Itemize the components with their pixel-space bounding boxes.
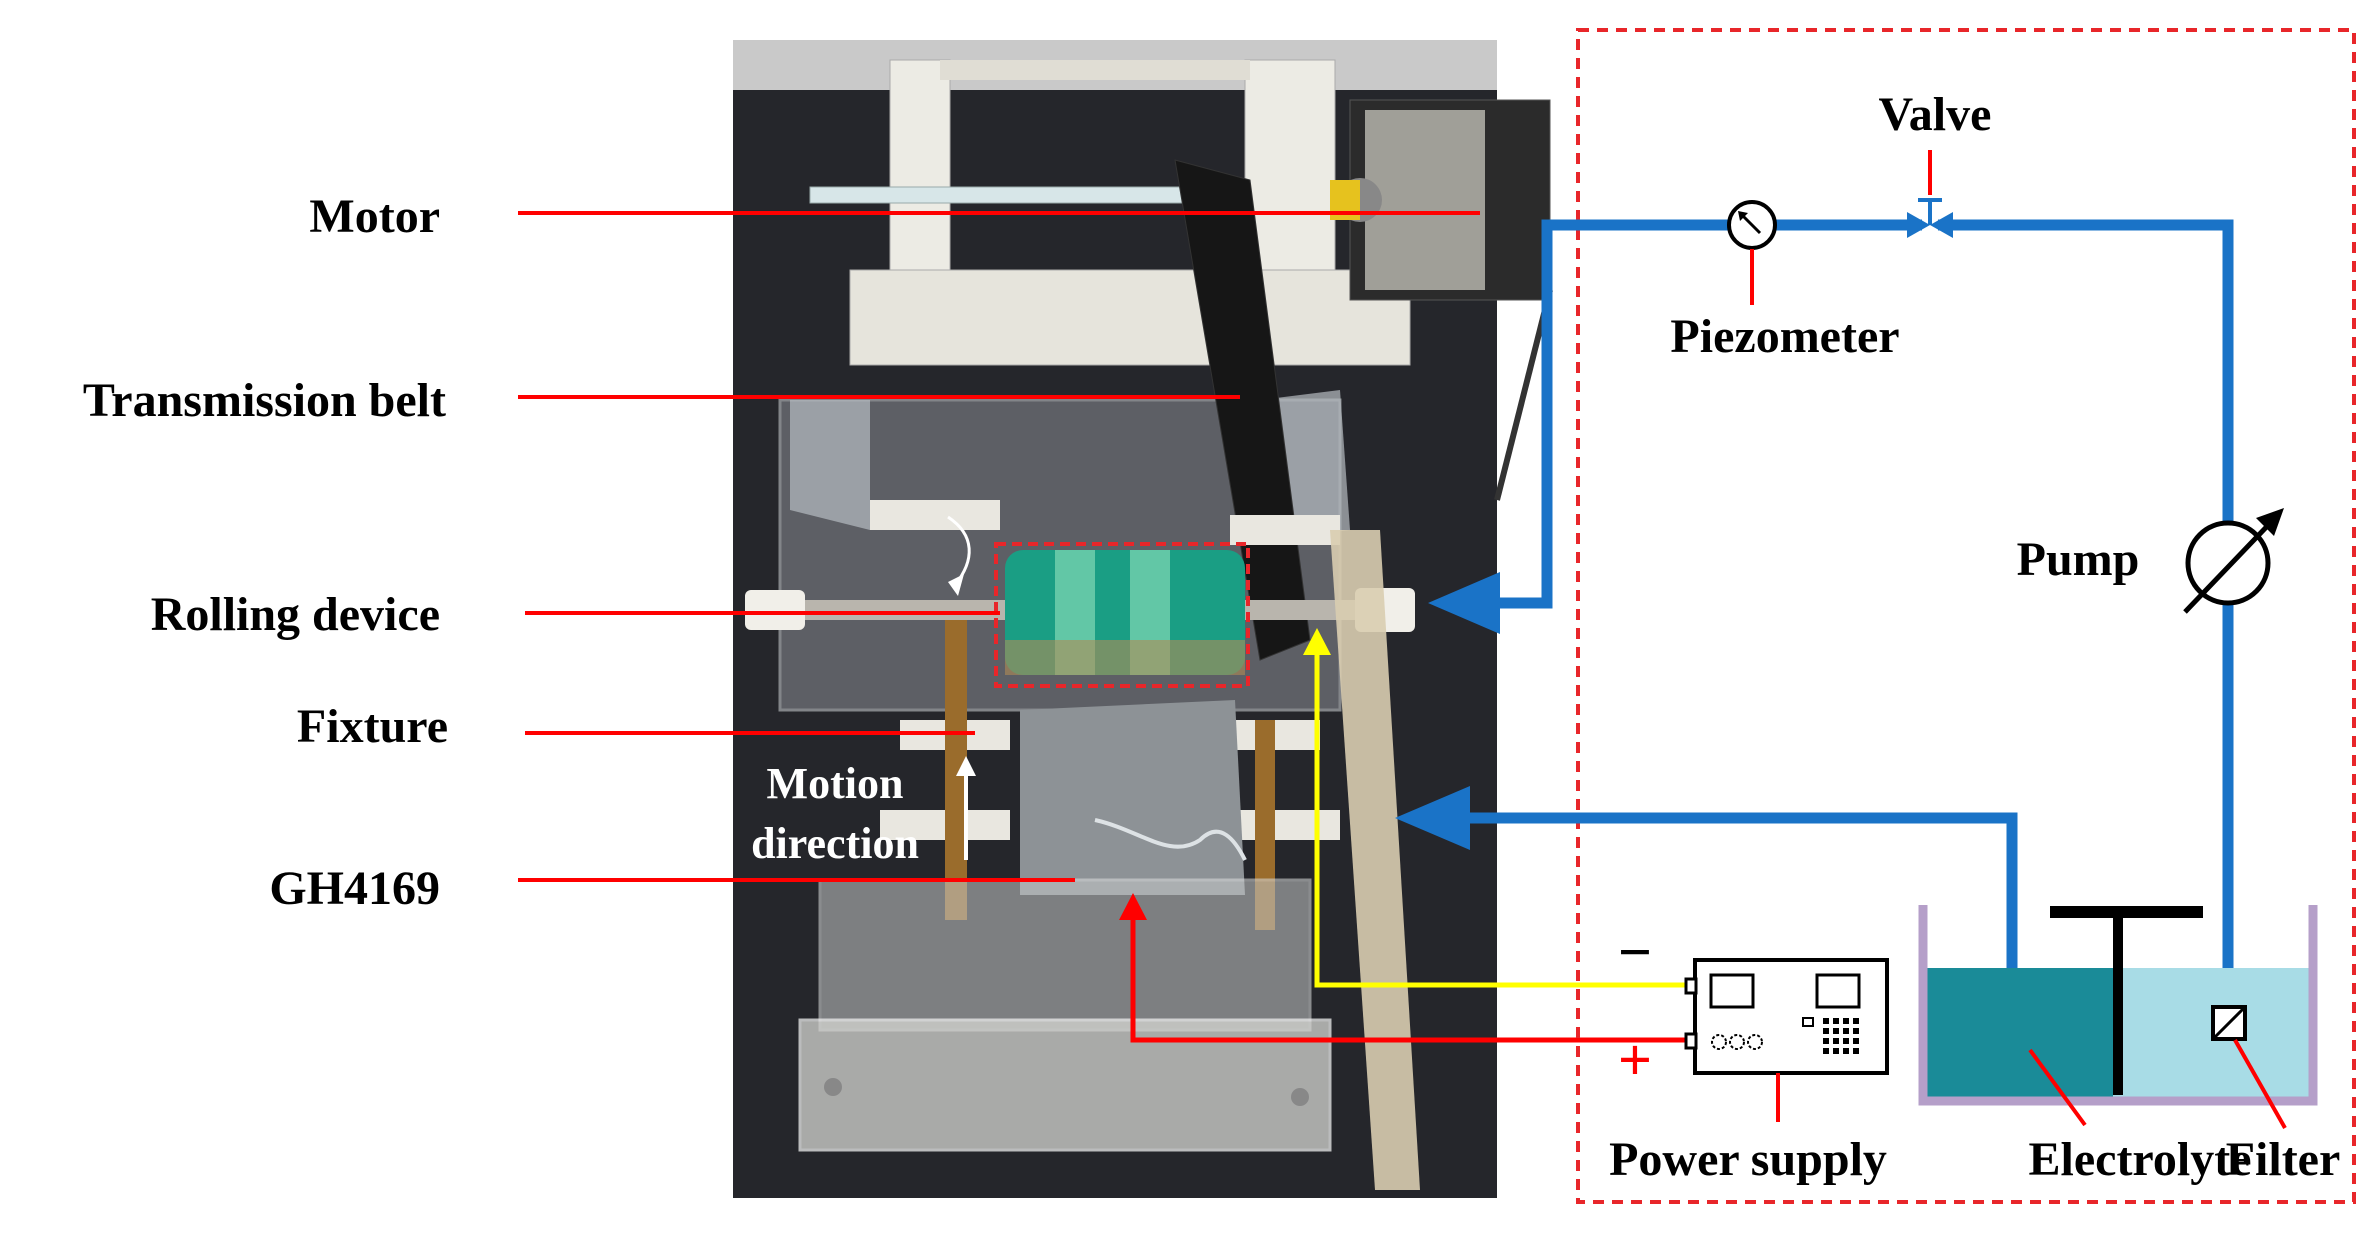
label-motion: Motion: [767, 759, 904, 808]
indicator-light: [1802, 1017, 1814, 1027]
label-transmission-belt: Transmission belt: [83, 374, 446, 427]
acrylic-tray: [818, 878, 1312, 1032]
piezometer: Piezometer: [1670, 200, 1900, 363]
rolling-device-highlight: [994, 542, 1250, 688]
rotation-arrow-head: [948, 574, 964, 596]
return-pipe: [1460, 812, 2018, 1000]
terminal-negative: [1684, 977, 1698, 995]
label-filter: Filter: [2226, 1133, 2341, 1186]
knob-2: [1729, 1034, 1745, 1050]
pump-arrow-head: [2256, 508, 2284, 536]
valve: Valve: [1879, 88, 1992, 238]
motion-arrow-head: [956, 756, 976, 776]
valve-icon-right: [1930, 212, 1953, 238]
supply-arrowhead: [1428, 572, 1500, 634]
label-motor: Motor: [309, 190, 440, 243]
power-supply-display-left: [1709, 973, 1755, 1009]
keypad: [1823, 1018, 1859, 1054]
valve-icon-left: [1907, 212, 1930, 238]
system-boundary: [1576, 28, 2356, 1204]
rolling-device-lower: [1005, 640, 1245, 675]
return-arrowhead: [1395, 786, 1470, 850]
piezometer-needle-tip: [1738, 211, 1748, 221]
electrolyte-tank: Electrolyte Filter: [1918, 905, 2341, 1186]
power-supply: Power supply − +: [1609, 919, 1889, 1186]
label-fixture: Fixture: [297, 700, 448, 753]
acrylic-side-left: [790, 400, 870, 530]
anode-wire-arrowhead: [1119, 893, 1147, 920]
drain-hose: [1330, 530, 1420, 1190]
screw-right: [1291, 1088, 1309, 1106]
acrylic-base: [798, 1018, 1332, 1152]
gh4169-workpiece: [1020, 700, 1245, 895]
motor-base-plate: [849, 269, 1411, 366]
power-supply-display-right: [1815, 973, 1861, 1009]
knob-3: [1747, 1034, 1763, 1050]
left-labels: Motor Transmission belt Rolling device F…: [83, 190, 1480, 915]
motor-flange: [1365, 110, 1485, 290]
anode-wire: [1130, 905, 1686, 1043]
label-piezometer: Piezometer: [1670, 310, 1899, 363]
shaft-cap-left: [745, 590, 805, 630]
label-power-supply: Power supply: [1609, 1133, 1887, 1186]
pump: Pump: [2017, 508, 2284, 614]
cathode-wire-arrowhead: [1303, 628, 1331, 655]
cathode-wire: [1314, 640, 1686, 988]
tray-edge-right: [1255, 720, 1275, 930]
pipes: [1395, 219, 2234, 1005]
post-upper-left: [870, 500, 1000, 530]
label-valve: Valve: [1879, 88, 1992, 141]
tray-edge-left: [945, 620, 967, 920]
leader-electrolyte: [2028, 1048, 2087, 1127]
post-upper-right: [1230, 515, 1340, 545]
label-rolling-device: Rolling device: [151, 588, 440, 641]
terminal-positive: [1684, 1032, 1698, 1050]
label-negative: −: [1618, 919, 1652, 985]
label-positive: +: [1618, 1027, 1652, 1093]
screw-left: [824, 1078, 842, 1096]
apparatus-photo: [733, 40, 1553, 1198]
tank-walls: [1918, 905, 2318, 1106]
electrolyte-residue: [1094, 818, 1247, 861]
label-direction: direction: [751, 819, 919, 868]
glass-rod: [809, 186, 1211, 204]
leader-filter: [2233, 1039, 2287, 1129]
label-pump: Pump: [2017, 533, 2140, 586]
post-low-right: [1230, 810, 1340, 840]
label-gh4169: GH4169: [269, 862, 440, 915]
label-electrolyte: Electrolyte: [2028, 1133, 2251, 1186]
pump-pipe: [1938, 219, 2234, 1005]
motor-cable: [1494, 289, 1553, 501]
knob-1: [1711, 1034, 1727, 1050]
electrolyte-dark: [1923, 968, 2113, 1101]
filter-icon-slash: [2213, 1007, 2245, 1039]
wiring: [1119, 628, 1686, 1043]
pump-arrow-line: [2183, 516, 2277, 614]
motor-mount-top-bar: [940, 60, 1250, 80]
